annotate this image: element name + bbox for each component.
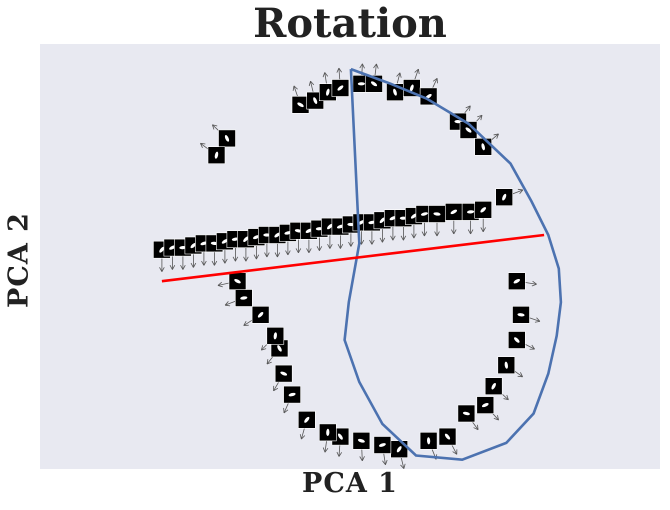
ring-thumbnail: [512, 305, 530, 324]
ring-arrow: [336, 67, 342, 81]
band-thumbnail: [428, 205, 446, 223]
band-arrow: [316, 236, 323, 251]
ring-thumbnail: [495, 188, 514, 206]
band-arrow: [348, 232, 354, 247]
band-arrow: [180, 255, 186, 270]
ring-arrow: [217, 281, 230, 288]
ring-thumbnail: [331, 79, 350, 97]
band-arrow: [451, 219, 457, 235]
ring-thumbnail: [497, 356, 516, 375]
ring-thumbnail: [474, 138, 493, 156]
ring-arrow: [299, 427, 306, 440]
ring-thumbnail: [318, 423, 337, 442]
band-arrow: [480, 217, 486, 232]
band-arrow: [243, 247, 249, 262]
ring-arrow: [511, 188, 524, 195]
ring-arrow: [292, 85, 299, 98]
ring-thumbnail: [484, 377, 503, 396]
ring-arrow: [523, 343, 535, 350]
ring-thumbnail: [457, 404, 476, 423]
ring-arrow: [322, 440, 329, 453]
band-arrow: [274, 243, 281, 258]
ring-thumbnail: [228, 272, 247, 291]
ring-arrow: [382, 452, 388, 466]
ring-arrow: [450, 443, 458, 455]
band-arrow: [400, 226, 407, 241]
ring-thumbnail: [459, 121, 478, 139]
ring-arrow: [359, 448, 365, 461]
band-arrow: [285, 240, 291, 256]
ring-arrow: [308, 80, 315, 93]
ring-arrow: [336, 444, 343, 457]
band-thumbnail: [474, 201, 493, 219]
band-arrow: [337, 234, 344, 249]
band-arrow: [390, 226, 396, 241]
ring-arrow: [283, 401, 290, 414]
circle-boundary-line: [343, 67, 563, 462]
ring-thumbnail: [235, 289, 253, 307]
ring-arrow: [224, 300, 237, 307]
ring-arrow: [400, 456, 406, 469]
ring-thumbnail: [218, 129, 236, 148]
band-arrow: [467, 219, 474, 235]
band-arrow: [306, 238, 312, 253]
ring-arrow: [322, 72, 329, 85]
ring-thumbnail: [390, 440, 409, 459]
ring-thumbnail: [251, 305, 270, 324]
x-axis-label: PCA 1: [302, 468, 398, 499]
band-arrow: [159, 257, 165, 272]
band-arrow: [369, 230, 375, 245]
ring-thumbnail: [207, 146, 226, 164]
ring-arrow: [524, 280, 537, 287]
band-arrow: [190, 253, 197, 268]
band-arrow: [222, 249, 228, 264]
band-arrow: [411, 224, 417, 239]
band-arrow: [211, 251, 218, 266]
ring-thumbnail: [283, 385, 301, 404]
band-arrow: [434, 222, 440, 237]
ring-thumbnail: [274, 364, 293, 383]
band-arrow: [264, 243, 270, 258]
ring-arrow: [373, 63, 379, 76]
y-axis-label: PCA 2: [3, 212, 35, 308]
band-arrow: [169, 255, 176, 270]
band-arrow: [379, 228, 386, 243]
ring-arrow: [528, 317, 541, 323]
ring-arrow: [396, 72, 402, 85]
band-arrow: [421, 222, 428, 237]
band-arrow: [327, 234, 333, 249]
ring-thumbnail: [266, 326, 285, 345]
ring-thumbnail: [373, 436, 392, 454]
band-arrow: [232, 247, 239, 262]
ring-thumbnail: [507, 331, 526, 349]
ring-thumbnail: [352, 431, 371, 450]
band-arrow: [253, 245, 260, 260]
embedding-thumbnails: [153, 63, 541, 469]
ring-thumbnail: [419, 431, 438, 450]
ring-thumbnail: [438, 427, 457, 446]
chart-title: Rotation: [253, 0, 447, 47]
ring-thumbnail: [402, 79, 421, 97]
ring-thumbnail: [291, 96, 310, 114]
ring-thumbnail: [476, 396, 495, 414]
band-arrow: [295, 238, 302, 253]
ring-thumbnail: [297, 410, 316, 429]
ring-arrow: [414, 68, 420, 81]
band-arrow: [201, 251, 207, 266]
band-thumbnail: [444, 203, 463, 221]
ring-thumbnail: [507, 272, 526, 291]
ring-arrow: [431, 78, 438, 90]
axes-background: [40, 44, 660, 469]
regression-line: [161, 233, 545, 283]
